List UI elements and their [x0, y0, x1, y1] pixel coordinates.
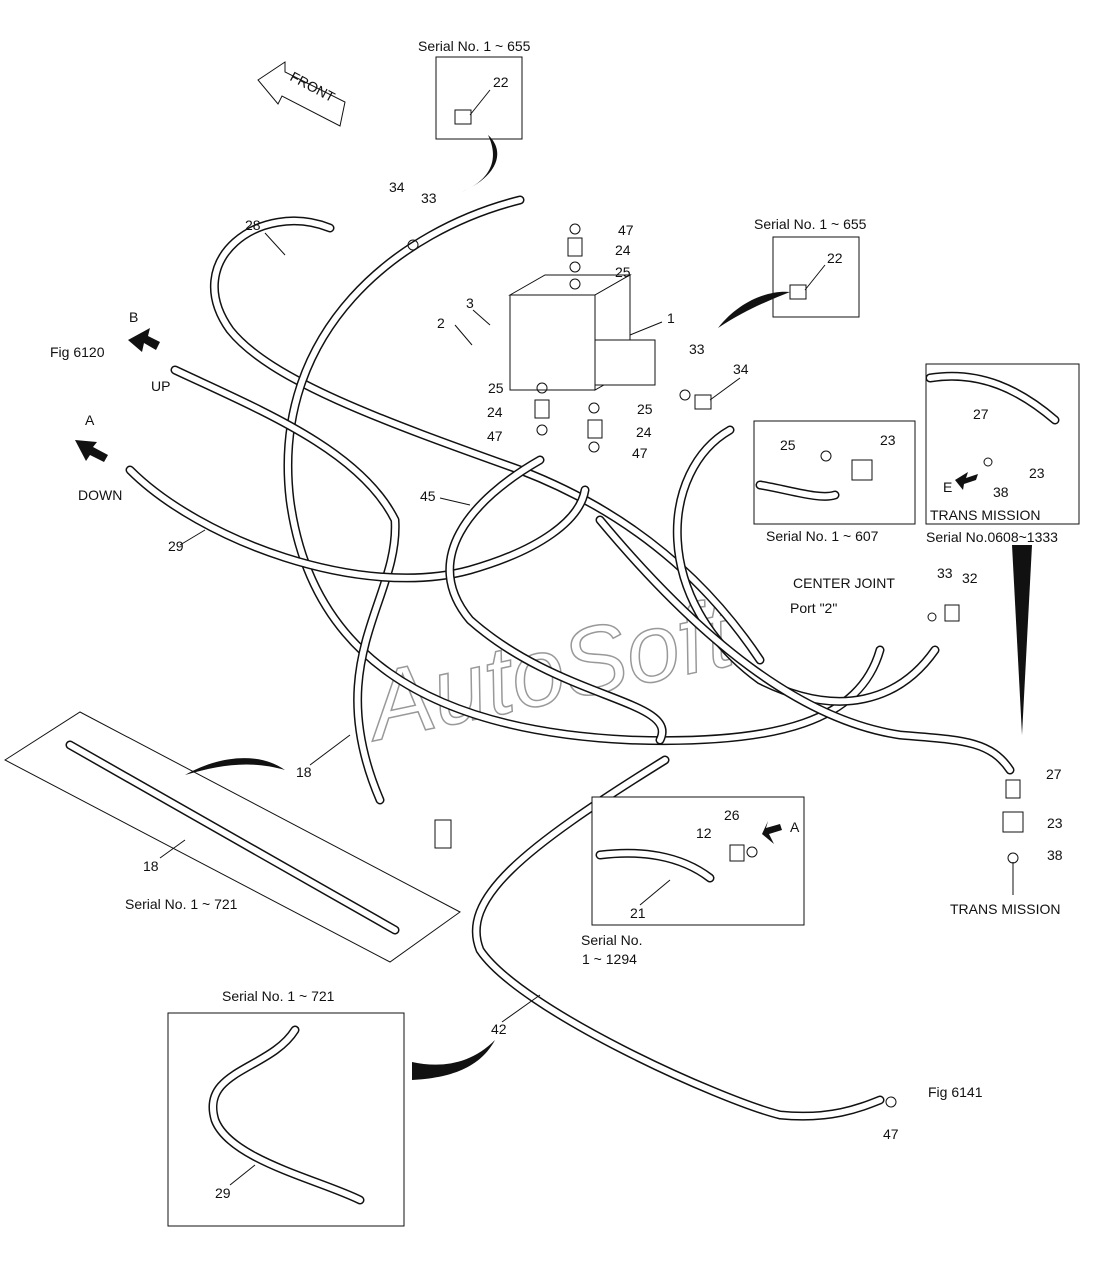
arrow-a-icon [75, 440, 108, 462]
part-number: 26 [724, 807, 740, 823]
part-number: 34 [389, 179, 405, 195]
up-label: UP [151, 378, 170, 394]
inset-top [435, 56, 523, 140]
trans-serial-label: Serial No.0608~1333 [926, 529, 1058, 545]
center-joint-label: CENTER JOINT [793, 575, 895, 591]
part-number: 25 [615, 264, 631, 280]
part-number: 34 [733, 361, 749, 377]
part-number: 29 [168, 538, 184, 554]
inset-hose21 [591, 796, 805, 926]
leader-lines [159, 89, 1014, 1186]
part-number: 25 [780, 437, 796, 453]
part-number: 42 [491, 1021, 507, 1037]
right-serial-label: Serial No. 1 ~ 655 [754, 216, 867, 232]
front-arrow-icon [257, 61, 346, 127]
hose18-serial-label: Serial No. 1 ~ 721 [125, 896, 238, 912]
down-label: DOWN [78, 487, 122, 503]
hoses [125, 195, 1015, 1121]
a-label: A [85, 412, 95, 428]
part-number: 27 [973, 406, 989, 422]
arrow-e-icon [955, 472, 978, 490]
b-label: B [129, 309, 138, 325]
part-number: 21 [630, 905, 646, 921]
part-number: 3 [466, 295, 474, 311]
callout-arrow-icon [1012, 545, 1032, 735]
arrow-b-icon [128, 328, 160, 352]
part-number: 2 [437, 315, 445, 331]
fittings [407, 109, 1024, 1108]
valve-block [508, 274, 656, 391]
arrow-a2-icon [762, 821, 782, 844]
part-number: 22 [493, 74, 509, 90]
part-number: 47 [487, 428, 503, 444]
part-number: 18 [296, 764, 312, 780]
trans-mission-label: TRANS MISSION [950, 901, 1060, 917]
part-number: 45 [420, 488, 436, 504]
hose29-serial-label: Serial No. 1 ~ 721 [222, 988, 335, 1004]
inset-hose29 [167, 1012, 405, 1227]
part-number: 47 [618, 222, 634, 238]
part-number: 24 [615, 242, 631, 258]
part-number: 47 [632, 445, 648, 461]
part-number: 33 [689, 341, 705, 357]
part-number: 47 [883, 1126, 899, 1142]
part-number: 18 [143, 858, 159, 874]
part-number: 33 [937, 565, 953, 581]
part-number: 24 [636, 424, 652, 440]
e-label: E [943, 479, 952, 495]
part-number: 23 [1047, 815, 1063, 831]
part-numbers: 22 34 33 28 47 24 25 22 3 2 1 25 24 47 2… [143, 74, 1063, 1201]
part-number: 1 [667, 310, 675, 326]
part-number: 33 [421, 190, 437, 206]
part-number: 23 [1029, 465, 1045, 481]
part-number: 28 [245, 217, 261, 233]
tee-serial-label: Serial No. 1 ~ 607 [766, 528, 879, 544]
port-2-label: Port "2" [790, 600, 837, 616]
callout-arrow-icon [412, 1040, 495, 1080]
part-number: 23 [880, 432, 896, 448]
part-number: 38 [1047, 847, 1063, 863]
part-number: 25 [637, 401, 653, 417]
inset-tee [753, 420, 916, 525]
part-number: 27 [1046, 766, 1062, 782]
top-serial-label: Serial No. 1 ~ 655 [418, 38, 531, 54]
part-number: 29 [215, 1185, 231, 1201]
trans-title-label: TRANS MISSION [930, 507, 1040, 523]
part-number: 12 [696, 825, 712, 841]
part-number: 38 [993, 484, 1009, 500]
hose21-serial-line2: 1 ~ 1294 [582, 951, 637, 967]
part-number: 22 [827, 250, 843, 266]
a2-label: A [790, 819, 800, 835]
fig-6120-label: Fig 6120 [50, 344, 105, 360]
part-number: 25 [488, 380, 504, 396]
fig-6141-label: Fig 6141 [928, 1084, 983, 1100]
callout-arrow-icon [462, 135, 498, 192]
part-number: 32 [962, 570, 978, 586]
hose21-serial-line1: Serial No. [581, 932, 642, 948]
callout-arrow-icon [185, 758, 285, 775]
part-number: 24 [487, 404, 503, 420]
